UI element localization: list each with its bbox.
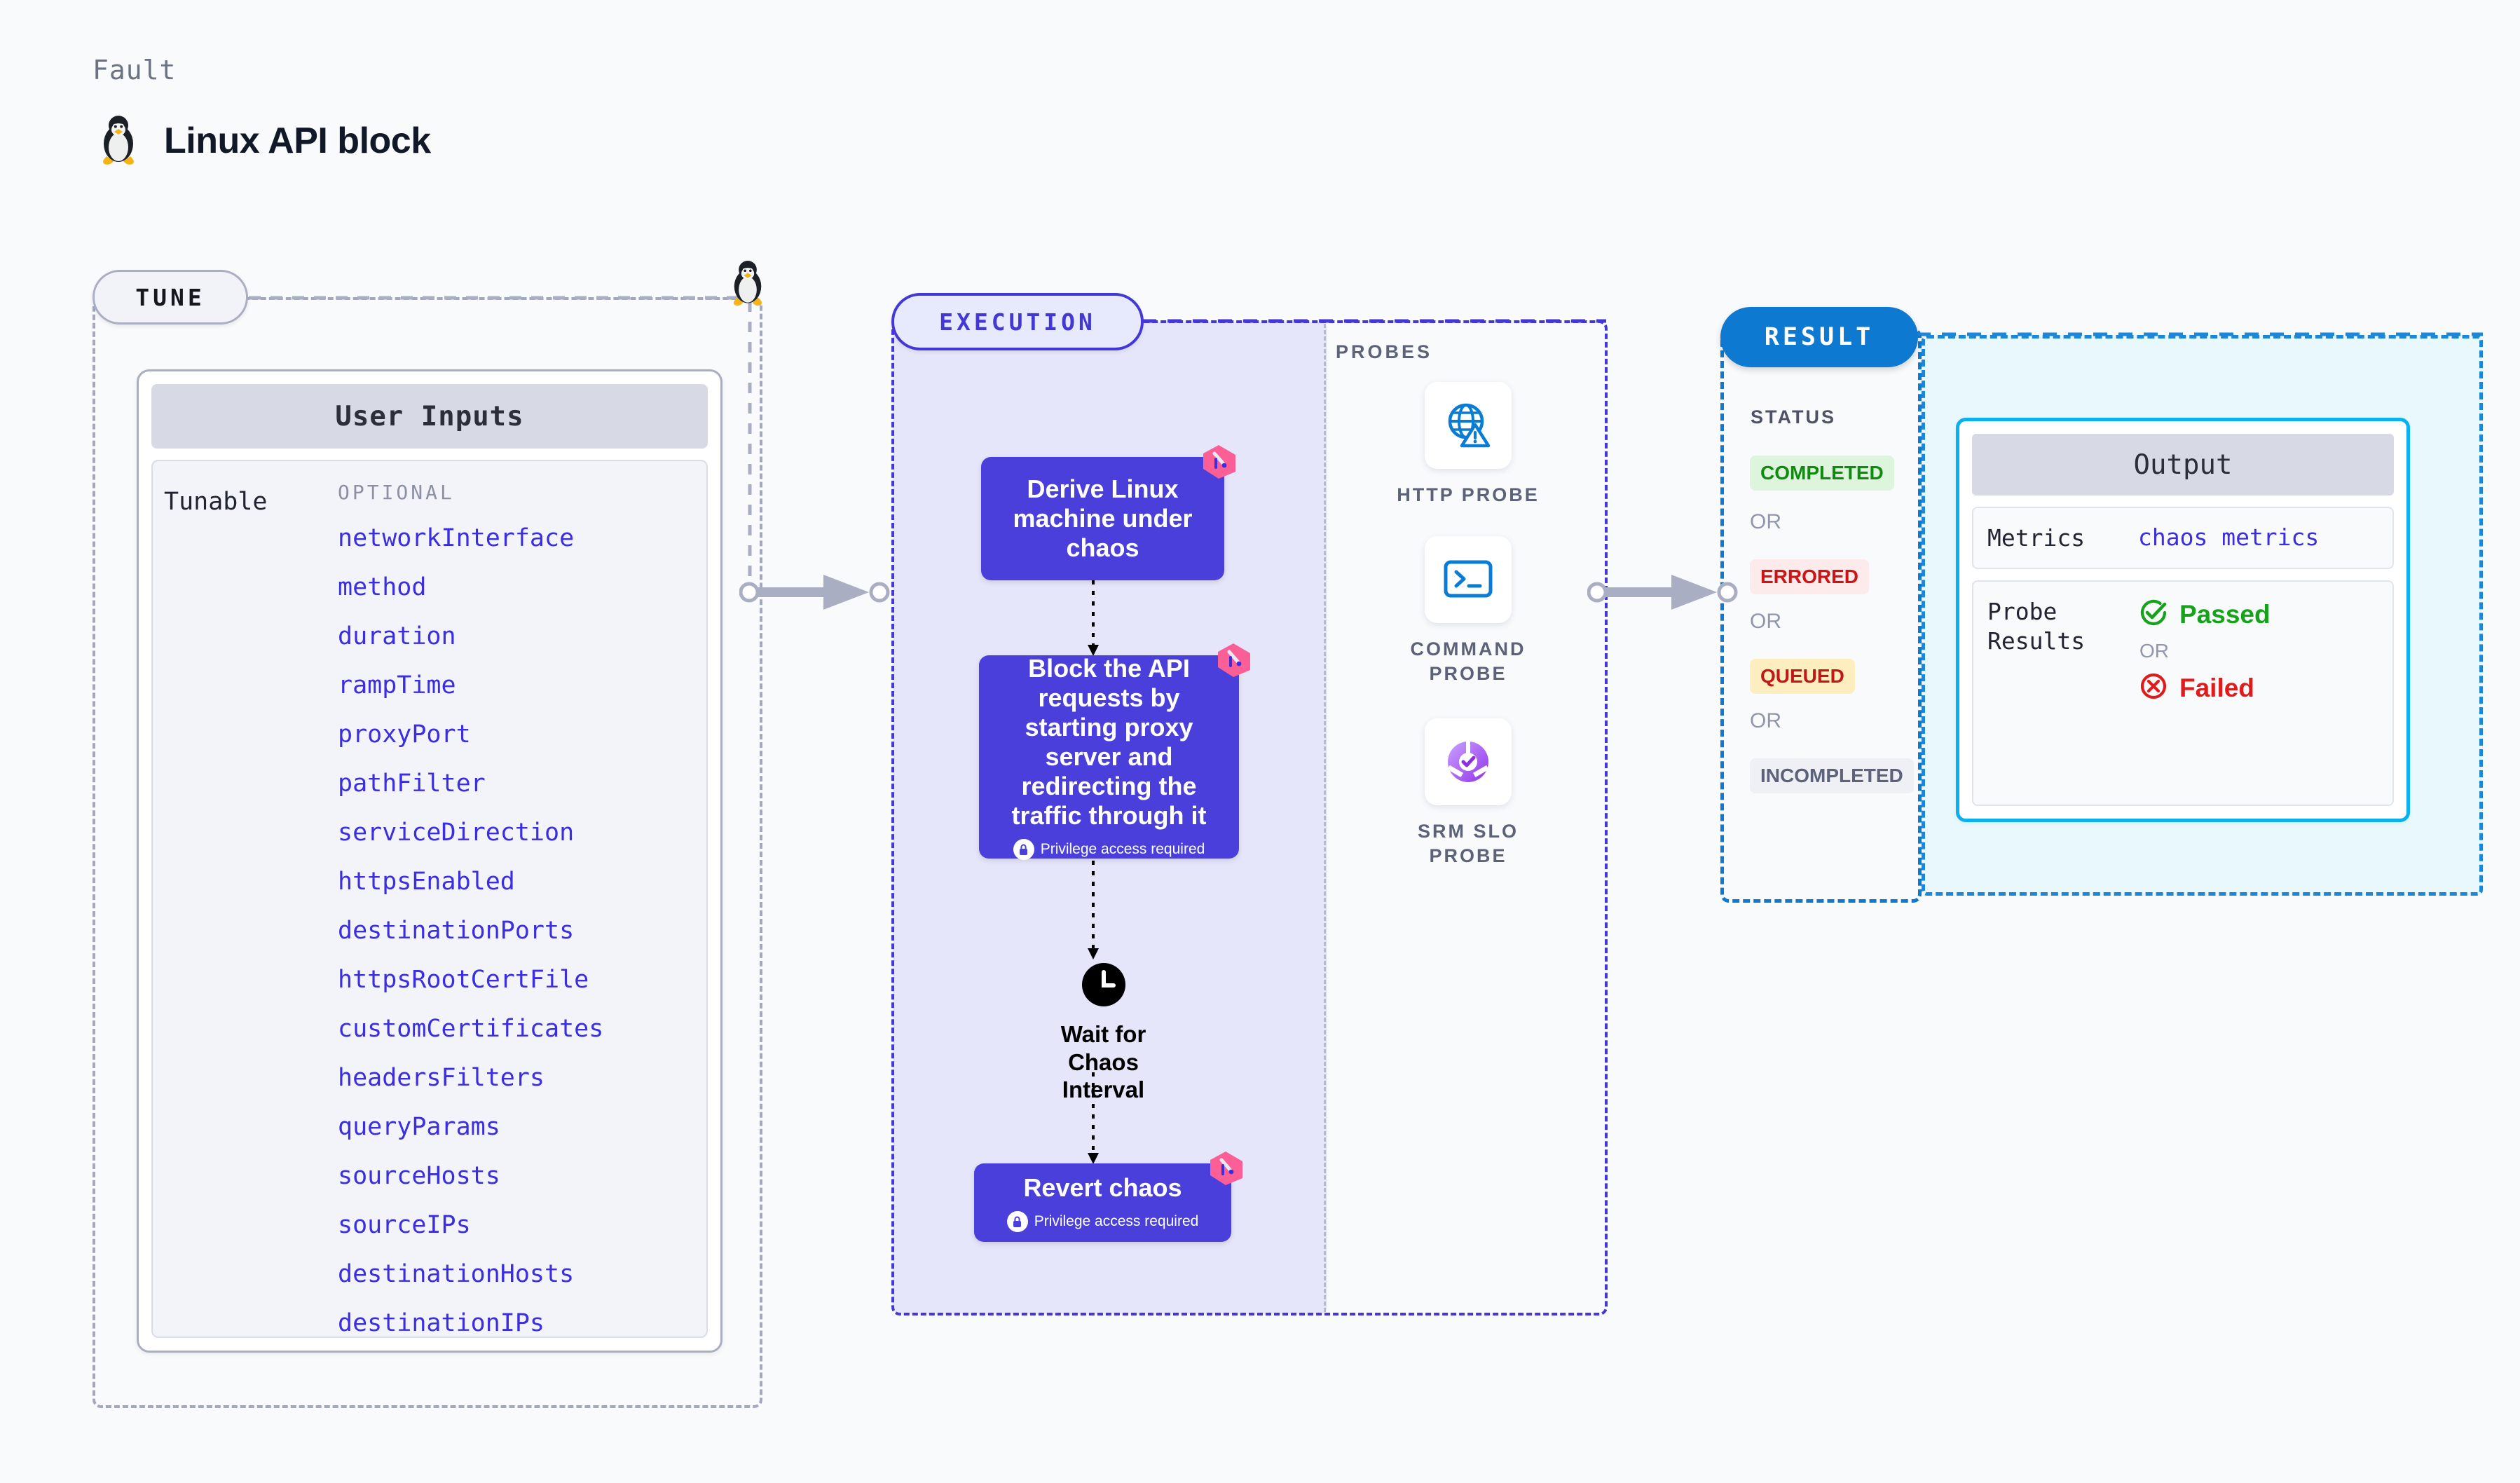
probe-command-label: COMMAND PROBE: [1410, 638, 1526, 685]
output-metrics-row: Metrics chaos metrics: [1972, 507, 2394, 570]
status-badge-incompleted: INCOMPLETED: [1750, 758, 1914, 793]
param-list: networkInterface method duration rampTime pr…: [338, 524, 699, 1337]
param-item[interactable]: networkInterface: [338, 524, 575, 552]
execution-node-3[interactable]: Revert chaos Privilege access required: [974, 1151, 1242, 1242]
execution-node-3-text: Revert chaos: [1023, 1173, 1182, 1202]
execution-node-2[interactable]: Block the API requests by starting proxy…: [979, 643, 1250, 861]
param-item[interactable]: duration: [338, 622, 456, 650]
connector-tune-to-execution: [739, 575, 890, 610]
param-item[interactable]: serviceDirection: [338, 819, 575, 847]
probes-divider: [1324, 324, 1326, 1312]
execution-node-1[interactable]: Derive Linux machine under chaos: [981, 445, 1235, 580]
probes-title: PROBES: [1336, 341, 1433, 362]
param-item[interactable]: headersFilters: [338, 1064, 545, 1092]
linux-tux-icon: [97, 116, 140, 166]
status-or-1: OR: [1750, 510, 1781, 533]
output-card: Output Metrics chaos metrics Probe Resul…: [1956, 418, 2410, 822]
slo-donut-check-icon: [1425, 718, 1512, 805]
flow-arrow-1: [1088, 580, 1099, 656]
param-item[interactable]: method: [338, 573, 427, 601]
optional-label: OPTIONAL: [338, 481, 455, 504]
metrics-value[interactable]: chaos metrics: [2138, 524, 2320, 551]
user-inputs-body: Tunable OPTIONAL networkInterface method d…: [151, 460, 708, 1338]
param-item[interactable]: customCertificates: [338, 1015, 604, 1043]
check-circle-icon: [2138, 597, 2169, 631]
litmus-logo-icon: [1200, 444, 1237, 486]
probe-result-passed: Passed: [2138, 597, 2271, 631]
tunable-column: Tunable: [164, 481, 338, 1323]
tunable-label: Tunable: [164, 488, 268, 516]
execution-node-1-text: Derive Linux machine under chaos: [1013, 474, 1193, 563]
param-item[interactable]: sourceHosts: [338, 1162, 500, 1190]
param-item[interactable]: httpsRootCertFile: [338, 966, 589, 994]
param-item[interactable]: proxyPort: [338, 720, 471, 749]
tune-dashed-connector: [249, 296, 748, 300]
terminal-icon: [1425, 536, 1512, 623]
page-title-text: Linux API block: [164, 121, 431, 161]
output-probe-results-row: Probe Results Passed OR: [1972, 580, 2394, 806]
result-dashed-connector: [1917, 332, 2483, 336]
param-item[interactable]: destinationIPs: [338, 1309, 545, 1337]
tune-vertical-dashed-line: [748, 301, 752, 592]
flow-arrow-2: [1088, 861, 1099, 959]
failed-label: Failed: [2179, 673, 2254, 702]
output-title: Output: [1972, 434, 2394, 496]
clock-icon: [1081, 962, 1126, 1011]
param-item[interactable]: sourceIPs: [338, 1211, 471, 1239]
passed-label: Passed: [2179, 599, 2271, 629]
param-item[interactable]: queryParams: [338, 1113, 500, 1141]
probe-result-failed: Failed: [2138, 671, 2271, 705]
x-circle-icon: [2138, 671, 2169, 705]
probe-srm-slo-label: SRM SLO PROBE: [1417, 821, 1519, 867]
lock-icon: [1013, 839, 1034, 861]
litmus-logo-icon: [1207, 1150, 1244, 1193]
litmus-logo-icon: [1215, 642, 1252, 685]
stage-pill-result[interactable]: RESULT: [1720, 307, 1918, 367]
page-title: Linux API block: [97, 116, 431, 166]
status-title: STATUS: [1751, 406, 1836, 428]
probe-results-values: Passed OR Failed: [2138, 597, 2271, 705]
linux-tux-icon-connector: [727, 261, 768, 310]
probe-srm-slo[interactable]: SRM SLO PROBE: [1384, 718, 1552, 868]
fault-kicker: Fault: [93, 55, 177, 86]
param-item[interactable]: destinationPorts: [338, 917, 575, 945]
status-badge-completed: COMPLETED: [1750, 456, 1894, 491]
param-item[interactable]: pathFilter: [338, 770, 486, 798]
wait-for-chaos-interval: Wait for Chaos Interval: [1042, 962, 1165, 1104]
globe-warning-icon: [1425, 382, 1512, 469]
stage-pill-tune[interactable]: TUNE: [93, 270, 248, 324]
probe-results-key: Probe Results: [1987, 598, 2086, 655]
privilege-notice: Privilege access required: [1006, 1211, 1199, 1232]
privilege-notice-text: Privilege access required: [1040, 841, 1205, 858]
execution-node-2-text: Block the API requests by starting proxy…: [1011, 653, 1207, 831]
status-badge-queued: QUEUED: [1750, 659, 1855, 694]
stage-pill-execution[interactable]: EXECUTION: [891, 293, 1144, 350]
status-or-3: OR: [1750, 709, 1781, 732]
probe-command[interactable]: COMMAND PROBE: [1384, 536, 1552, 686]
connector-execution-to-result: [1587, 575, 1738, 610]
user-inputs-card: User Inputs Tunable OPTIONAL networkInte…: [137, 369, 723, 1353]
wait-label: Wait for Chaos Interval: [1060, 1021, 1146, 1103]
param-item[interactable]: httpsEnabled: [338, 868, 515, 896]
flow-arrow-3: [1088, 1072, 1099, 1164]
probe-http-label: HTTP PROBE: [1397, 484, 1540, 505]
execution-dashed-connector: [1142, 319, 1606, 323]
param-item[interactable]: rampTime: [338, 671, 456, 699]
lock-icon: [1006, 1211, 1028, 1232]
status-or-2: OR: [1750, 610, 1781, 633]
param-item[interactable]: destinationHosts: [338, 1260, 575, 1288]
metrics-key: Metrics: [1987, 524, 2086, 552]
privilege-notice: Privilege access required: [1013, 839, 1205, 861]
user-inputs-title: User Inputs: [151, 384, 708, 449]
probe-http[interactable]: HTTP PROBE: [1384, 382, 1552, 507]
status-badge-errored: ERRORED: [1750, 559, 1870, 594]
probe-result-or: OR: [2139, 640, 2169, 662]
params-column: OPTIONAL networkInterface method duration r…: [338, 481, 699, 1336]
privilege-notice-text: Privilege access required: [1034, 1213, 1199, 1229]
